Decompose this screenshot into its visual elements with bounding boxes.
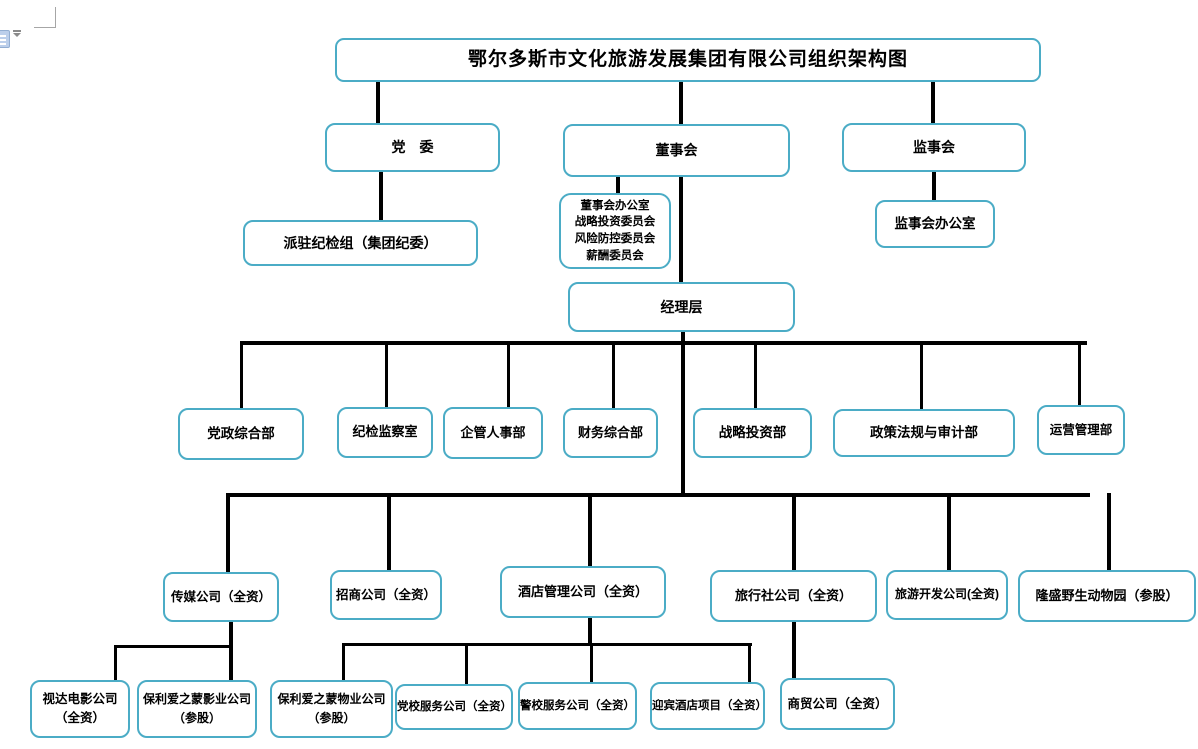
node-travel-agency-company[interactable]: 旅行社公司（全资） (710, 570, 877, 622)
node-supervisors-office[interactable]: 监事会办公室 (875, 200, 995, 248)
connector-line (612, 341, 615, 408)
connector-line (242, 341, 1087, 345)
connector-line (465, 643, 468, 684)
connector-line (679, 176, 683, 282)
connector-line (240, 341, 243, 408)
node-investment-promotion-company[interactable]: 招商公司（全资） (330, 570, 442, 620)
connector-line (1107, 493, 1111, 570)
connector-line (920, 341, 923, 409)
connector-line (932, 171, 936, 200)
node-strategic-investment-dept[interactable]: 战略投资部 (693, 408, 812, 458)
node-poly-property-company[interactable]: 保利爱之蒙物业公司 （参股） (270, 680, 393, 738)
connector-line (342, 643, 752, 646)
page-margin-corner-mark (55, 7, 56, 28)
node-board-of-supervisors[interactable]: 监事会 (842, 123, 1026, 172)
node-party-school-service-company[interactable]: 党校服务公司（全资） (395, 684, 513, 730)
node-media-company[interactable]: 传媒公司（全资） (163, 572, 279, 622)
connector-line (792, 493, 796, 570)
org-chart-title[interactable]: 鄂尔多斯市文化旅游发展集团有限公司组织架构图 (335, 38, 1041, 82)
page-margin-corner-mark (34, 27, 56, 28)
node-finance-dept[interactable]: 财务综合部 (563, 408, 658, 458)
node-policy-legal-audit-dept[interactable]: 政策法规与审计部 (833, 409, 1015, 457)
connector-line (507, 341, 510, 407)
node-board-of-directors[interactable]: 董事会 (563, 124, 790, 177)
connector-line (590, 643, 593, 682)
chevron-down-icon[interactable] (13, 30, 21, 32)
paste-options-icon[interactable] (0, 30, 10, 48)
node-discipline-inspection-group[interactable]: 派驻纪检组（集团纪委） (243, 220, 478, 266)
node-enterprise-hr-dept[interactable]: 企管人事部 (443, 407, 543, 459)
node-wildlife-park[interactable]: 隆盛野生动物园（参股） (1018, 570, 1196, 622)
connector-line (229, 645, 233, 680)
connector-line (616, 176, 620, 193)
connector-line (385, 341, 388, 407)
connector-line (228, 493, 1090, 497)
node-discipline-supervision-office[interactable]: 纪检监察室 (337, 407, 433, 458)
connector-line (1078, 341, 1081, 405)
connector-line (387, 493, 391, 570)
node-board-committees[interactable]: 董事会办公室 战略投资委员会 风险防控委员会 薪酬委员会 (559, 193, 671, 269)
connector-line (226, 493, 230, 572)
connector-line (947, 493, 951, 570)
node-trading-company[interactable]: 商贸公司（全资） (780, 678, 895, 730)
node-management-layer[interactable]: 经理层 (568, 282, 795, 332)
node-poly-film-company[interactable]: 保利爱之蒙影业公司 （参股） (137, 680, 257, 738)
connector-line (679, 82, 683, 124)
connector-line (114, 645, 117, 680)
connector-line (376, 82, 380, 123)
connector-line (342, 643, 345, 680)
connector-line (748, 643, 751, 682)
connector-line (792, 622, 796, 678)
chevron-down-icon[interactable] (13, 33, 21, 37)
connector-line (681, 331, 685, 497)
node-hotel-management-company[interactable]: 酒店管理公司（全资） (500, 566, 666, 618)
node-operations-management-dept[interactable]: 运营管理部 (1037, 405, 1125, 455)
connector-line (229, 622, 233, 647)
node-police-academy-service-company[interactable]: 警校服务公司（全资） (518, 682, 637, 730)
connector-line (588, 618, 592, 645)
connector-line (931, 82, 935, 123)
connector-line (379, 171, 383, 220)
connector-line (114, 645, 233, 648)
node-yingbin-hotel-project[interactable]: 迎宾酒店项目（全资） (650, 682, 767, 730)
connector-line (754, 341, 757, 408)
node-shida-film-company[interactable]: 视达电影公司 （全资） (30, 680, 130, 738)
connector-line (588, 493, 592, 566)
node-tourism-development-company[interactable]: 旅游开发公司(全资) (886, 570, 1008, 620)
node-party-committee[interactable]: 党 委 (325, 123, 500, 172)
node-party-admin-dept[interactable]: 党政综合部 (178, 408, 304, 460)
